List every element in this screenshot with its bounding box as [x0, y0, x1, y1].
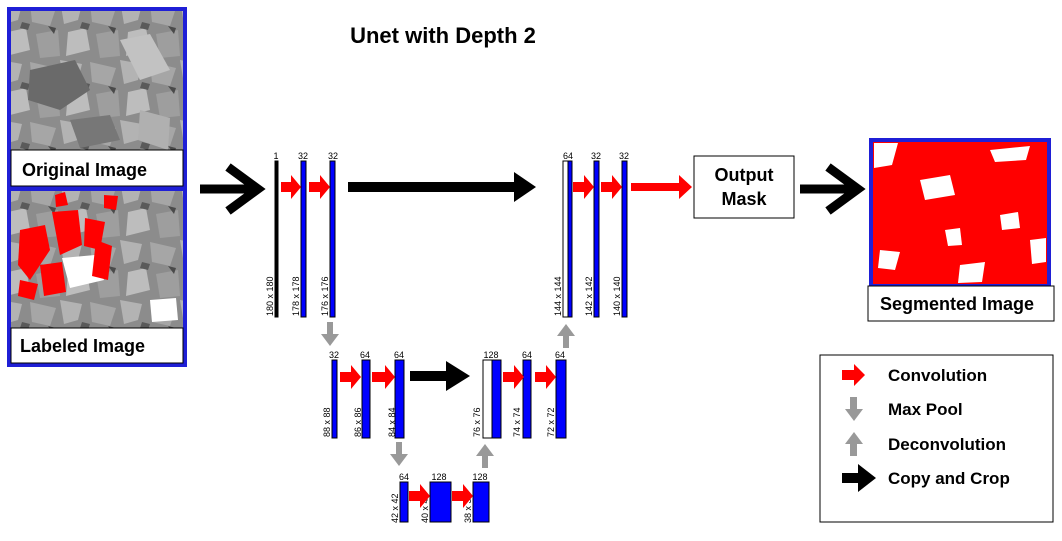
ch-l5: 64	[360, 350, 370, 360]
ch-l1: 1	[273, 151, 278, 161]
layer-block-14	[562, 160, 569, 318]
size-l13: 144 x 144	[553, 276, 563, 316]
size-l7: 42 x 42	[390, 493, 400, 523]
ch-l15: 32	[619, 151, 629, 161]
size-l4: 88 x 88	[322, 407, 332, 437]
layer-block-16	[593, 160, 600, 318]
labeled-image-panel: Labeled Image	[7, 187, 187, 367]
layer-block-4	[331, 359, 338, 439]
ch-l2: 32	[298, 151, 308, 161]
conv-arrow	[409, 484, 430, 508]
ch-l3: 32	[328, 151, 338, 161]
copy-arrow-input	[200, 163, 266, 215]
conv-arrow	[535, 365, 556, 389]
pool-arrows	[321, 322, 575, 468]
size-l3: 176 x 176	[320, 276, 330, 316]
original-image-panel: Original Image	[7, 7, 187, 189]
layer-block-7	[399, 481, 409, 523]
conv-arrow	[452, 484, 473, 508]
copy-crop-arrows	[348, 172, 536, 391]
size-l12: 72 x 72	[546, 407, 556, 437]
size-l14: 142 x 142	[584, 276, 594, 316]
labeled-image-label: Labeled Image	[20, 336, 145, 356]
ch-l6: 64	[394, 350, 404, 360]
maxpool-arrow	[390, 442, 408, 466]
channel-labels: 1 32 32 32 64 64 64 128 128 128 64 64 64…	[273, 151, 629, 482]
size-l5: 86 x 86	[353, 407, 363, 437]
size-l6: 84 x 84	[387, 407, 397, 437]
legend-maxpool: Max Pool	[888, 400, 963, 419]
gray-arrow-up-icon	[845, 432, 863, 456]
original-image-label: Original Image	[22, 160, 147, 180]
ch-l11: 64	[522, 350, 532, 360]
segmented-image-label: Segmented Image	[880, 294, 1034, 314]
size-labels: 180 x 180 178 x 178 176 x 176 88 x 88 86…	[265, 276, 622, 523]
conv-arrow	[372, 365, 395, 389]
legend-copycrop: Copy and Crop	[888, 469, 1010, 488]
layer-block-17	[621, 160, 628, 318]
layer-block-13	[555, 359, 567, 439]
conv-arrow	[281, 175, 301, 199]
black-arrow-right-icon	[842, 464, 876, 492]
ch-l8: 128	[431, 472, 446, 482]
conv-arrow	[309, 175, 330, 199]
layer-block-11	[491, 359, 502, 439]
size-l15: 140 x 140	[612, 276, 622, 316]
conv-arrow	[340, 365, 361, 389]
layer-block-9	[472, 481, 490, 523]
gray-arrow-down-icon	[845, 397, 863, 421]
output-mask-box: Output Mask	[693, 155, 795, 219]
layer-block-8	[429, 481, 452, 523]
conv-arrow	[573, 175, 594, 199]
ch-l13: 64	[563, 151, 573, 161]
copy-arrow-top	[348, 172, 536, 202]
ch-l10: 128	[483, 350, 498, 360]
ch-l4: 32	[329, 350, 339, 360]
size-l11: 74 x 74	[512, 407, 522, 437]
copy-arrow-output	[800, 163, 866, 215]
deconv-arrow	[557, 324, 575, 348]
size-l2: 178 x 178	[291, 276, 301, 316]
output-line1: Output	[715, 165, 774, 185]
layer-block-3	[329, 160, 336, 318]
deconv-arrow	[476, 444, 494, 468]
size-l9: 38 x 38	[463, 493, 473, 523]
layer-block-5	[361, 359, 371, 439]
ch-l7: 64	[399, 472, 409, 482]
conv-arrow	[631, 175, 692, 199]
size-l1: 180 x 180	[265, 276, 275, 316]
output-line2: Mask	[721, 189, 767, 209]
red-arrow-right-icon	[842, 364, 865, 386]
conv-arrow	[601, 175, 622, 199]
layer-block-1	[274, 160, 279, 318]
ch-l14: 32	[591, 151, 601, 161]
ch-l12: 64	[555, 350, 565, 360]
layer-block-2	[300, 160, 307, 318]
layer-block-12	[522, 359, 532, 439]
layer-block-6	[394, 359, 405, 439]
unet-layers	[274, 160, 628, 523]
legend-deconvolution: Deconvolution	[888, 435, 1006, 454]
legend: Convolution Max Pool Deconvolution Copy …	[819, 354, 1054, 523]
copy-arrow-mid	[410, 361, 470, 391]
size-l10: 76 x 76	[472, 407, 482, 437]
size-l8: 40 x 40	[420, 493, 430, 523]
maxpool-arrow	[321, 322, 339, 346]
legend-convolution: Convolution	[888, 366, 987, 385]
convolution-arrows	[281, 175, 692, 508]
ch-l9: 128	[472, 472, 487, 482]
layer-block-10	[482, 359, 493, 439]
diagram-title: Unet with Depth 2	[350, 23, 536, 48]
conv-arrow	[503, 365, 524, 389]
segmented-image-panel: Segmented Image	[867, 138, 1055, 322]
layer-block-15	[567, 160, 573, 318]
